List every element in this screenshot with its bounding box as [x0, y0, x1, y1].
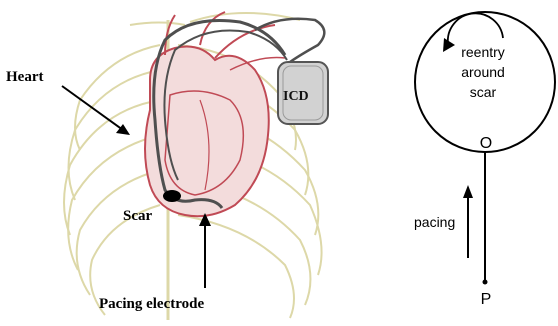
- pacing-electrode-arrow: [199, 213, 211, 288]
- icd-label: ICD: [283, 89, 309, 104]
- pacing-electrode-label: Pacing electrode: [99, 296, 204, 312]
- heart-shape: [145, 47, 269, 217]
- point-p-dot: [483, 280, 488, 285]
- reentry-circle: [415, 12, 555, 152]
- reentry-label-line1: reentry: [461, 44, 505, 60]
- heart-arrow: [62, 86, 130, 135]
- pacing-label: pacing: [414, 214, 455, 230]
- scar-label: Scar: [123, 208, 153, 224]
- heart-illustration: [145, 12, 285, 216]
- point-p-label: P: [481, 291, 492, 308]
- reentry-label-line2: around: [461, 64, 505, 80]
- point-o-label: O: [480, 135, 492, 152]
- scar-mark: [163, 190, 181, 202]
- heart-label: Heart: [6, 69, 43, 85]
- reentry-label-line3: scar: [470, 84, 497, 100]
